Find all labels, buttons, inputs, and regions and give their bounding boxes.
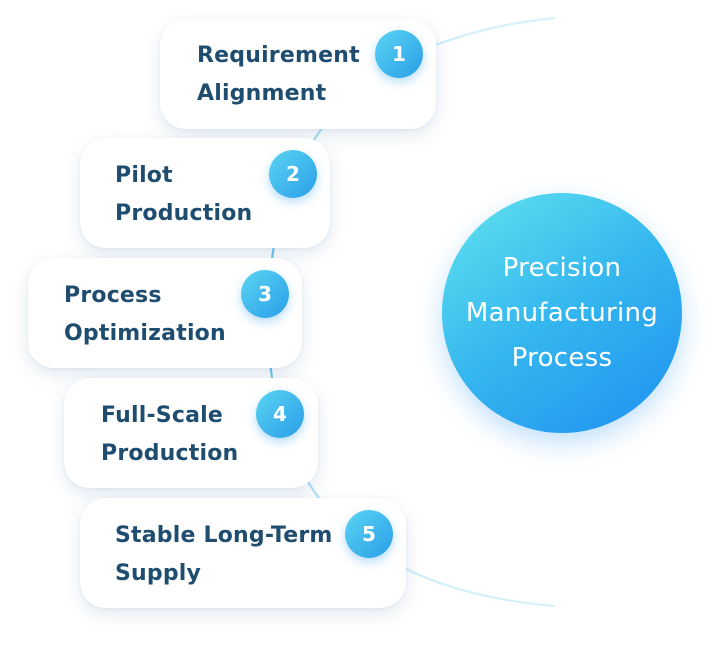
step-label-4: Full-Scale Production [101, 403, 239, 466]
step-label-3: Process Optimization [64, 283, 226, 346]
step-badge-1: 1 [375, 30, 423, 78]
step-badge-3: 3 [241, 270, 289, 318]
step-label-1: Requirement Alignment [197, 43, 360, 106]
step-badge-4: 4 [256, 390, 304, 438]
step-label-2: Pilot Production [115, 163, 253, 226]
center-hub: Precision Manufacturing Process [442, 193, 682, 433]
step-label-5: Stable Long-Term Supply [115, 523, 333, 586]
center-hub-label: Precision Manufacturing Process [465, 252, 659, 373]
step-badge-5: 5 [345, 510, 393, 558]
step-badge-2: 2 [269, 150, 317, 198]
